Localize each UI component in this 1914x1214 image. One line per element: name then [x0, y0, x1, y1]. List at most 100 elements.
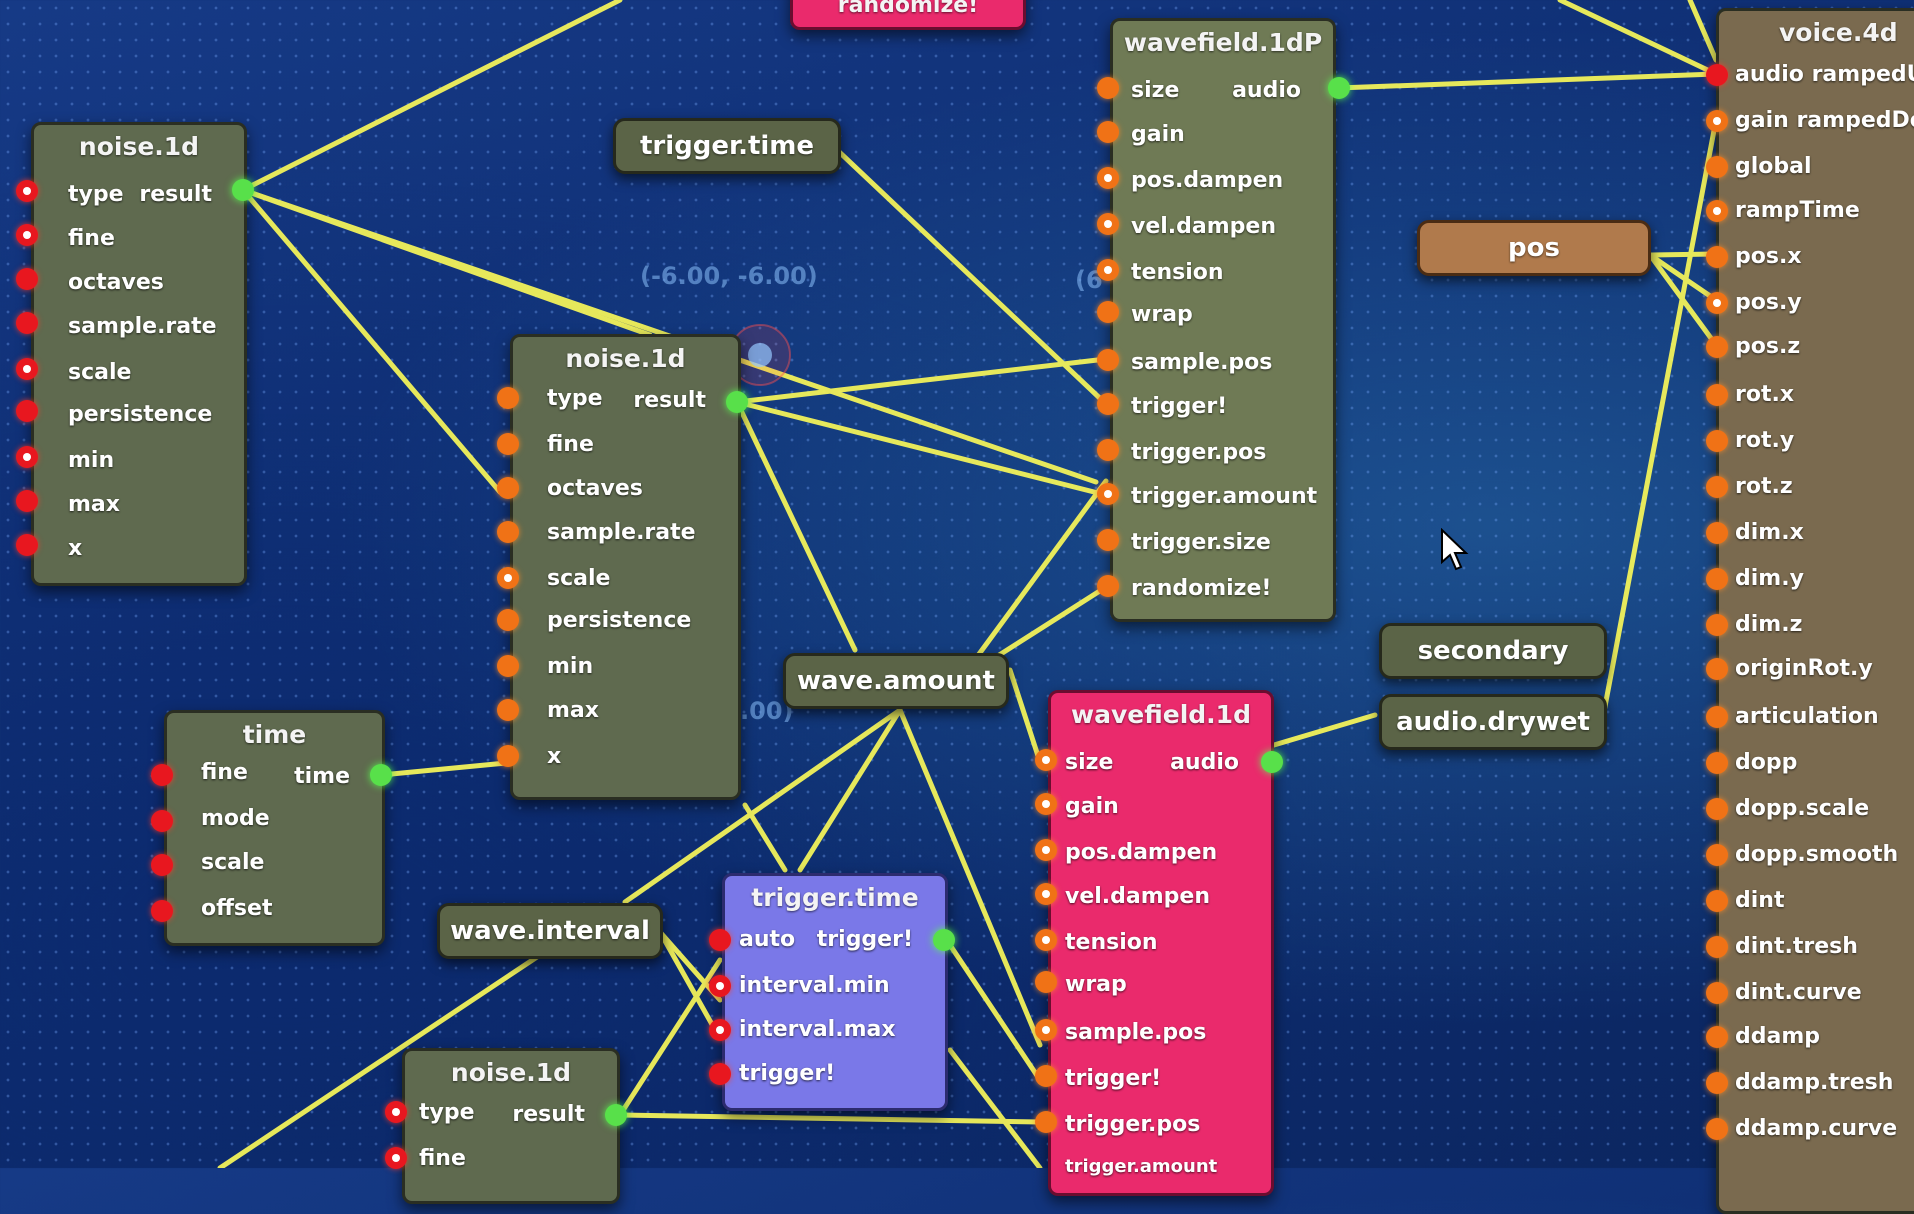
input-port[interactable]	[1097, 259, 1119, 281]
input-port[interactable]	[1097, 483, 1119, 505]
input-port[interactable]	[1097, 439, 1119, 461]
trigger-time-parameter[interactable]: trigger.time	[613, 118, 841, 174]
input-port[interactable]	[1706, 844, 1728, 866]
input-port[interactable]	[1035, 839, 1057, 861]
input-port[interactable]	[16, 400, 38, 422]
trigger-time-node[interactable]: trigger.time trigger! auto interval.min …	[722, 873, 948, 1111]
input-port[interactable]	[1706, 982, 1728, 1004]
wave-interval-parameter[interactable]: wave.interval	[437, 903, 663, 959]
input-port[interactable]	[1706, 798, 1728, 820]
input-port[interactable]	[1706, 522, 1728, 544]
output-port[interactable]	[1261, 751, 1283, 773]
input-port[interactable]	[1706, 336, 1728, 358]
input-port[interactable]	[1706, 1118, 1728, 1140]
input-port[interactable]	[1706, 384, 1728, 406]
input-port[interactable]	[16, 224, 38, 246]
pos-parameter[interactable]: pos	[1417, 220, 1651, 276]
noise-node-bottom[interactable]: noise.1d result type fine	[402, 1048, 620, 1204]
input-port[interactable]	[16, 180, 38, 202]
input-port[interactable]	[709, 929, 731, 951]
input-port[interactable]	[1035, 793, 1057, 815]
input-port[interactable]	[497, 521, 519, 543]
input-port[interactable]	[1706, 430, 1728, 452]
input-port[interactable]	[1706, 200, 1728, 222]
input-port[interactable]	[1097, 301, 1119, 323]
input-port-label: tension	[1065, 930, 1158, 955]
input-port[interactable]	[151, 900, 173, 922]
input-port[interactable]	[1706, 1072, 1728, 1094]
input-port[interactable]	[497, 745, 519, 767]
voice-node[interactable]: voice.4d audio rampedUp gain rampedDown …	[1716, 8, 1914, 1214]
input-port[interactable]	[1097, 575, 1119, 597]
input-port[interactable]	[497, 387, 519, 409]
input-port[interactable]	[385, 1101, 407, 1123]
input-port[interactable]	[1706, 64, 1728, 86]
input-port[interactable]	[1097, 349, 1119, 371]
output-port[interactable]	[232, 179, 254, 201]
input-port[interactable]	[1706, 246, 1728, 268]
input-port[interactable]	[1097, 167, 1119, 189]
input-port[interactable]	[1706, 476, 1728, 498]
input-port[interactable]	[151, 854, 173, 876]
input-port[interactable]	[1097, 213, 1119, 235]
input-port[interactable]	[1706, 156, 1728, 178]
output-port-label: result	[139, 182, 212, 207]
input-port[interactable]	[497, 477, 519, 499]
input-port[interactable]	[1706, 936, 1728, 958]
wave-amount-parameter[interactable]: wave.amount	[783, 653, 1009, 709]
input-port[interactable]	[151, 810, 173, 832]
input-port[interactable]	[1097, 77, 1119, 99]
output-port[interactable]	[605, 1104, 627, 1126]
input-port[interactable]	[1706, 292, 1728, 314]
input-port[interactable]	[16, 534, 38, 556]
input-port[interactable]	[16, 358, 38, 380]
input-port[interactable]	[1035, 1065, 1057, 1087]
output-port[interactable]	[370, 764, 392, 786]
input-port[interactable]	[497, 567, 519, 589]
input-port[interactable]	[16, 268, 38, 290]
input-port[interactable]	[385, 1147, 407, 1169]
input-port[interactable]	[1035, 971, 1057, 993]
input-port[interactable]	[497, 609, 519, 631]
input-port[interactable]	[1706, 110, 1728, 132]
noise-node-left[interactable]: noise.1d result type fine octaves sample…	[31, 122, 247, 586]
input-port[interactable]	[1706, 658, 1728, 680]
secondary-parameter[interactable]: secondary	[1379, 623, 1607, 679]
input-port[interactable]	[709, 975, 731, 997]
input-port[interactable]	[1706, 568, 1728, 590]
input-port-label: octaves	[547, 476, 643, 501]
input-port[interactable]	[16, 490, 38, 512]
randomize-node[interactable]: randomize!	[790, 0, 1026, 30]
input-port[interactable]	[16, 312, 38, 334]
input-port[interactable]	[497, 699, 519, 721]
input-port[interactable]	[16, 446, 38, 468]
input-port[interactable]	[1097, 529, 1119, 551]
input-port[interactable]	[709, 1019, 731, 1041]
input-port[interactable]	[1035, 1111, 1057, 1133]
input-port-label: dopp.scale	[1735, 796, 1870, 821]
input-port[interactable]	[151, 764, 173, 786]
input-port[interactable]	[1035, 883, 1057, 905]
input-port[interactable]	[1097, 121, 1119, 143]
input-port[interactable]	[1035, 929, 1057, 951]
audio-drywet-parameter[interactable]: audio.drywet	[1379, 694, 1607, 750]
input-port[interactable]	[1035, 749, 1057, 771]
wavefield-node-top[interactable]: wavefield.1dP audio size gain pos.dampen…	[1110, 18, 1336, 622]
input-port[interactable]	[1706, 614, 1728, 636]
output-port[interactable]	[933, 929, 955, 951]
input-port[interactable]	[497, 655, 519, 677]
input-port[interactable]	[1035, 1019, 1057, 1041]
output-port[interactable]	[726, 391, 748, 413]
input-port-label: type	[68, 182, 124, 207]
input-port[interactable]	[1706, 1026, 1728, 1048]
input-port[interactable]	[1706, 706, 1728, 728]
input-port[interactable]	[1097, 393, 1119, 415]
wavefield-node-pink[interactable]: wavefield.1d audio size gain pos.dampen …	[1048, 690, 1274, 1196]
time-node[interactable]: time time fine mode scale offset	[164, 710, 385, 946]
input-port[interactable]	[497, 433, 519, 455]
input-port[interactable]	[709, 1063, 731, 1085]
input-port[interactable]	[1706, 752, 1728, 774]
output-port[interactable]	[1328, 77, 1350, 99]
input-port[interactable]	[1706, 890, 1728, 912]
noise-node-middle[interactable]: noise.1d result type fine octaves sample…	[510, 334, 741, 800]
